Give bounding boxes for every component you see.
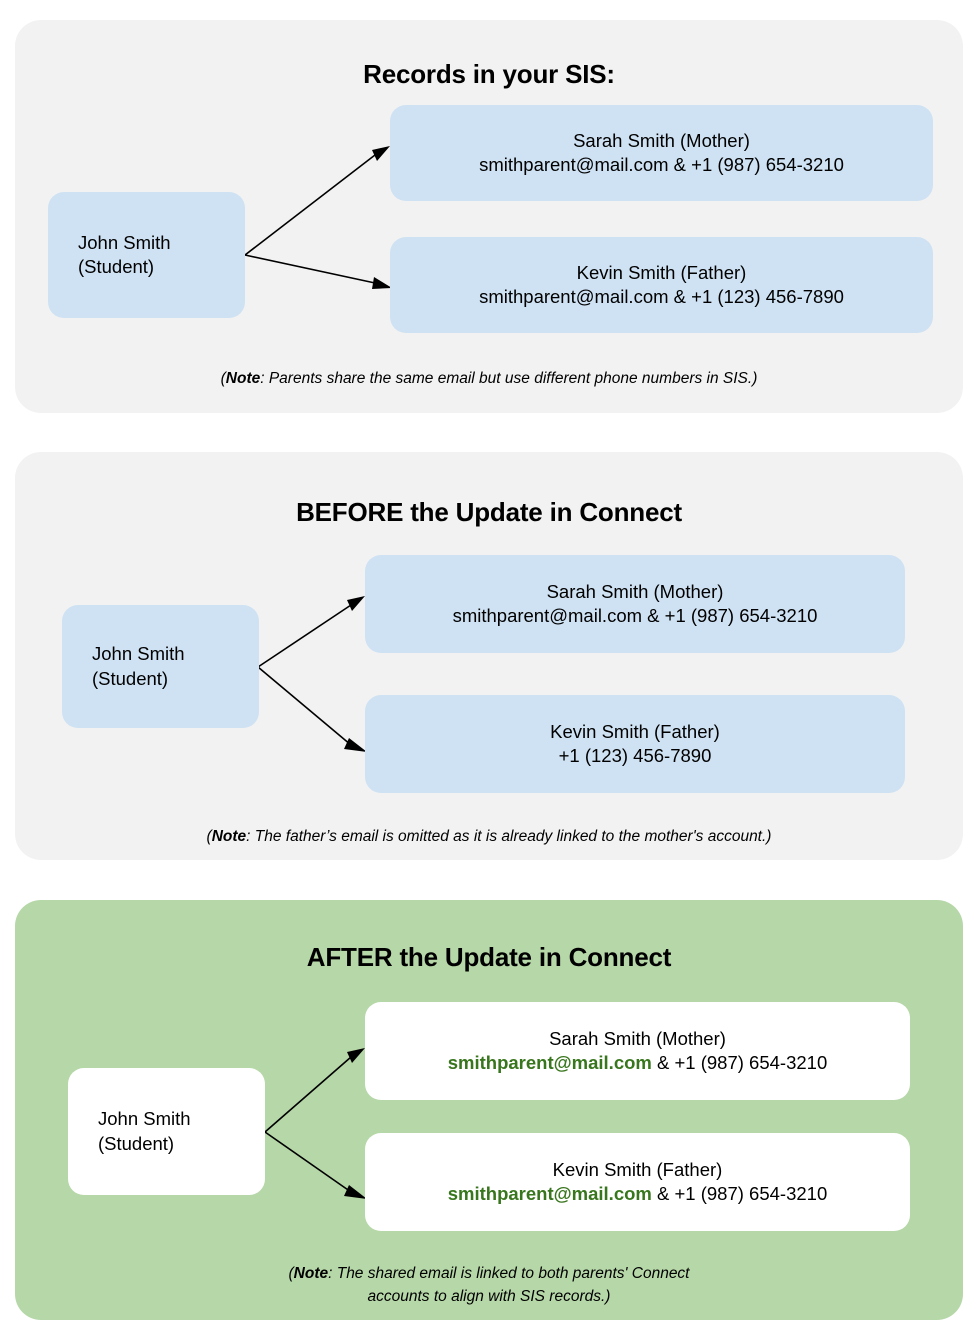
node-parent-mother-after: Sarah Smith (Mother) smithparent@mail.co…: [365, 1002, 910, 1100]
node-student-sis: John Smith (Student): [48, 192, 245, 318]
student-role: (Student): [98, 1132, 175, 1154]
panel-before-update: BEFORE the Update in Connect John Smith …: [15, 452, 963, 860]
student-name: John Smith: [98, 1108, 191, 1130]
parent-contact: smithparent@mail.com & +1 (123) 456-7890: [479, 285, 844, 309]
contact-separator: &: [668, 154, 692, 175]
parent-phone: +1 (123) 456-7890: [691, 286, 844, 307]
parent-contact: smithparent@mail.com & +1 (987) 654-3210: [453, 604, 818, 628]
panel-after-note: (Note: The shared email is linked to bot…: [15, 1262, 963, 1309]
parent-phone: +1 (987) 654-3210: [664, 605, 818, 626]
node-parent-mother-sis: Sarah Smith (Mother) smithparent@mail.co…: [390, 105, 933, 201]
contact-separator: &: [651, 1183, 675, 1204]
parent-contact: smithparent@mail.com & +1 (987) 654-3210: [448, 1182, 828, 1206]
arrowhead-up-icon: [347, 1048, 365, 1063]
panel-after-update: AFTER the Update in Connect John Smith (…: [15, 900, 963, 1320]
panel-sis-title: Records in your SIS:: [363, 59, 615, 89]
note-body: : Parents share the same email but use d…: [260, 370, 758, 387]
parent-phone: +1 (987) 654-3210: [691, 154, 844, 175]
node-student-after: John Smith (Student): [68, 1068, 265, 1195]
student-name: John Smith: [92, 643, 185, 665]
note-label: Note: [293, 1265, 329, 1282]
parent-email: smithparent@mail.com: [447, 1183, 652, 1204]
panel-sis-records: Records in your SIS: John Smith (Student…: [15, 20, 963, 413]
arrowhead-down-icon: [372, 277, 392, 289]
panel-sis-note: (Note: Parents share the same email but …: [15, 367, 963, 390]
contact-separator: &: [668, 286, 692, 307]
note-prefix: (: [288, 1265, 294, 1282]
note-label: Note: [225, 370, 261, 387]
node-parent-father-before: Kevin Smith (Father) +1 (123) 456-7890: [365, 695, 905, 793]
arrowhead-down-icon: [344, 738, 367, 752]
contact-separator: &: [651, 1052, 675, 1073]
parent-email: smithparent@mail.com: [479, 154, 669, 175]
parent-email: smithparent@mail.com: [479, 286, 669, 307]
parent-name: Kevin Smith (Father): [550, 720, 720, 742]
parent-contact: smithparent@mail.com & +1 (987) 654-3210: [479, 153, 844, 177]
student-name: John Smith: [78, 231, 171, 253]
arrowhead-up-icon: [347, 596, 365, 611]
parent-name: Sarah Smith (Mother): [549, 1027, 726, 1049]
contact-separator: &: [642, 605, 665, 626]
parent-name: Sarah Smith (Mother): [573, 129, 750, 151]
node-parent-father-sis: Kevin Smith (Father) smithparent@mail.co…: [390, 237, 933, 333]
parent-email: smithparent@mail.com: [447, 1052, 652, 1073]
parent-phone: +1 (987) 654-3210: [674, 1052, 828, 1073]
parent-email: smithparent@mail.com: [452, 605, 643, 626]
note-prefix: (: [206, 828, 212, 845]
parent-phone: +1 (123) 456-7890: [558, 745, 712, 766]
student-role: (Student): [92, 667, 169, 689]
node-parent-mother-before: Sarah Smith (Mother) smithparent@mail.co…: [365, 555, 905, 653]
arrowhead-up-icon: [372, 146, 390, 161]
note-prefix: (: [220, 370, 226, 387]
note-body: : The father’s email is omitted as it is…: [246, 828, 772, 845]
parent-contact: smithparent@mail.com & +1 (987) 654-3210: [448, 1051, 828, 1075]
node-parent-father-after: Kevin Smith (Father) smithparent@mail.co…: [365, 1133, 910, 1231]
parent-name: Kevin Smith (Father): [576, 261, 747, 283]
panel-after-title: AFTER the Update in Connect: [306, 942, 672, 972]
panel-before-note: (Note: The father’s email is omitted as …: [15, 825, 963, 848]
parent-name: Sarah Smith (Mother): [546, 580, 724, 602]
student-role: (Student): [78, 256, 155, 277]
parent-name: Kevin Smith (Father): [552, 1158, 723, 1180]
note-label: Note: [211, 828, 247, 845]
arrowhead-down-icon: [344, 1185, 367, 1199]
node-student-before: John Smith (Student): [62, 605, 259, 728]
panel-before-title: BEFORE the Update in Connect: [296, 497, 682, 527]
note-body-line2: accounts to align with SIS records.): [367, 1288, 611, 1306]
note-body-line1: : The shared email is linked to both par…: [328, 1265, 690, 1282]
parent-contact: +1 (123) 456-7890: [559, 744, 712, 768]
parent-phone: +1 (987) 654-3210: [674, 1183, 828, 1204]
